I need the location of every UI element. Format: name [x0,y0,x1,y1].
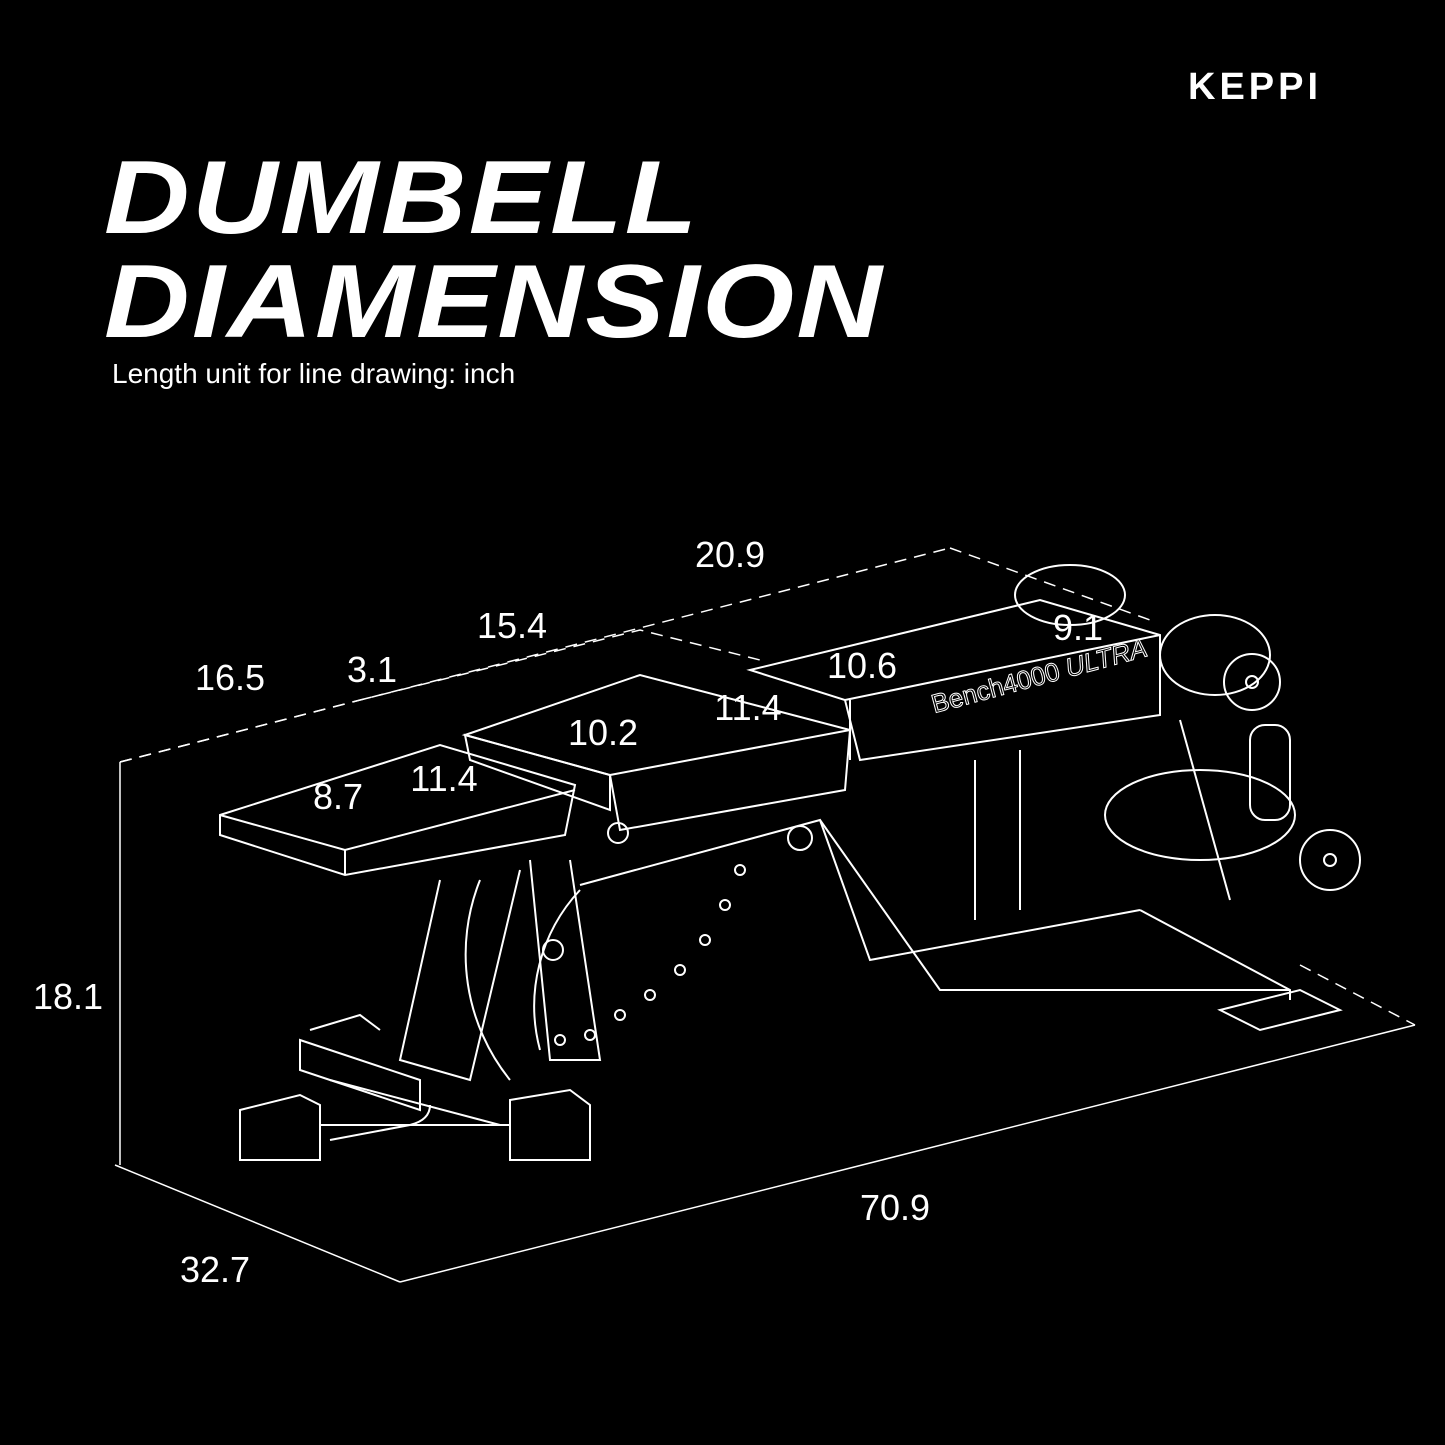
dim-seat-length: 11.4 [410,758,478,799]
dim-overall-width: 32.7 [179,1249,251,1290]
adjustment-holes [554,864,746,1046]
dim-back-pad-length: 10.6 [826,645,898,686]
back-pad [746,598,1161,762]
dim-height: 18.1 [32,976,104,1017]
dimension-lines [114,547,1416,1283]
title-line-1: DUMBELL [104,140,700,256]
brand-logo: KEPPI [1188,66,1323,108]
dim-seat-width: 8.7 [312,776,364,817]
seat-pad [219,743,577,877]
dim-overall-length: 70.9 [859,1187,931,1228]
frame [239,719,1343,1161]
dim-seat-section: 16.5 [194,657,266,698]
dim-middle-pad-width: 10.2 [567,712,639,753]
dim-middle-pad-length: 11.4 [714,687,782,728]
unit-note: Length unit for line drawing: inch [112,358,516,389]
dim-overall-top-length: 20.9 [694,534,766,575]
dim-gap: 3.1 [346,649,398,690]
title-line-2: DIAMENSION [104,244,885,360]
middle-pad [461,673,852,832]
leg-rollers [1014,564,1361,891]
dim-middle-section: 15.4 [476,605,548,646]
dim-back-pad-width: 9.1 [1052,607,1104,648]
